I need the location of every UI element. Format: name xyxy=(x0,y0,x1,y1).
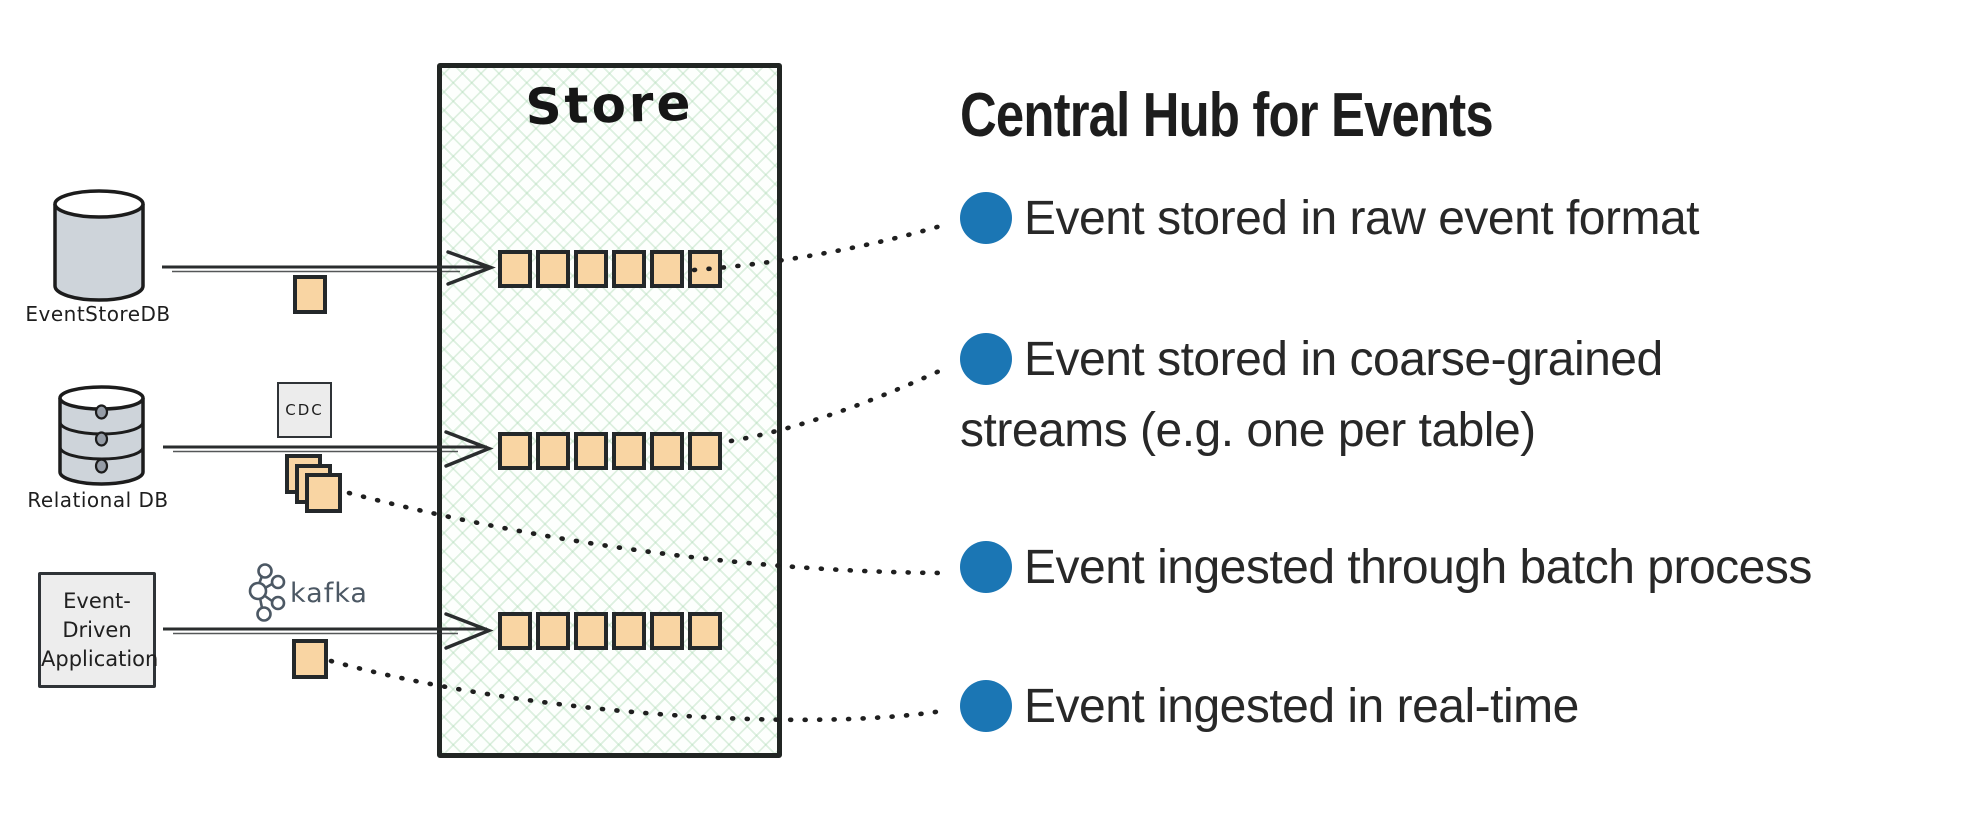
app-line: Event- xyxy=(63,588,131,613)
event-cell xyxy=(612,432,646,470)
cdc-box: CDC xyxy=(277,382,332,438)
panel-title: Central Hub for Events xyxy=(960,81,1494,150)
bullet-dot-icon xyxy=(960,680,1012,733)
realtime-event-square xyxy=(292,639,328,679)
event-cell xyxy=(498,250,532,288)
event-cell xyxy=(612,250,646,288)
store-container: Store xyxy=(437,63,782,758)
event-cell xyxy=(498,612,532,650)
event-cell xyxy=(574,612,608,650)
event-cell xyxy=(650,432,684,470)
event-driven-application-box: Event- Driven Application xyxy=(38,572,159,688)
event-cell xyxy=(688,250,722,288)
callout-raw-format: Event stored in raw event format xyxy=(960,183,1699,254)
event-cell xyxy=(498,432,532,470)
event-cell xyxy=(650,612,684,650)
event-cell xyxy=(574,250,608,288)
relational-db-label: Relational DB xyxy=(27,488,169,512)
event-cell xyxy=(688,432,722,470)
raw-event-square xyxy=(293,275,327,314)
batch-event-square xyxy=(305,473,342,513)
callout-realtime: Event ingested in real-time xyxy=(960,671,1579,742)
event-cell xyxy=(612,612,646,650)
relational-db-cylinder-icon xyxy=(58,385,145,486)
eventstoredb-cylinder-icon xyxy=(53,189,145,302)
eventstoredb-label: EventStoreDB xyxy=(25,302,171,326)
event-cell xyxy=(536,250,570,288)
callout-text: Event ingested in real-time xyxy=(1024,680,1579,733)
event-stream-row-raw xyxy=(498,250,722,288)
callout-text-line2: streams (e.g. one per table) xyxy=(960,404,1536,457)
app-line: Driven xyxy=(62,617,132,642)
cdc-label: CDC xyxy=(285,401,324,419)
app-line: Application xyxy=(41,646,159,671)
bullet-dot-icon xyxy=(960,192,1012,245)
callout-text: Event stored in coarse-grained xyxy=(1024,333,1663,386)
event-cell xyxy=(574,432,608,470)
event-cell xyxy=(650,250,684,288)
event-stream-row-coarse xyxy=(498,432,722,470)
event-cell xyxy=(536,432,570,470)
bullet-dot-icon xyxy=(960,541,1012,594)
bullet-dot-icon xyxy=(960,333,1012,386)
event-cell xyxy=(536,612,570,650)
callout-coarse-streams: Event stored in coarse-grained streams (… xyxy=(960,324,1663,466)
store-title: Store xyxy=(524,73,695,137)
event-stream-row-realtime xyxy=(498,612,722,650)
event-cell xyxy=(688,612,722,650)
callout-text: Event ingested through batch process xyxy=(1024,541,1812,594)
kafka-logo-icon xyxy=(248,563,286,622)
callout-text: Event stored in raw event format xyxy=(1024,192,1699,245)
callout-batch-process: Event ingested through batch process xyxy=(960,532,1812,603)
kafka-label: kafka xyxy=(290,578,368,609)
